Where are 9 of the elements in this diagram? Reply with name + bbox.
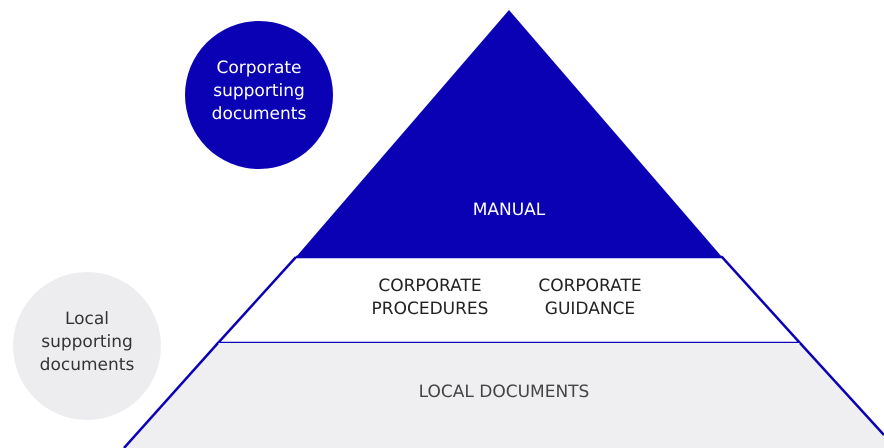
tier-label: LOCAL DOCUMENTS <box>418 381 590 404</box>
badge-text: Corporate supporting documents <box>210 57 308 126</box>
tier-label: CORPORATE GUIDANCE <box>537 275 643 321</box>
tier-label: CORPORATE PROCEDURES <box>370 275 490 321</box>
circle-badge <box>13 272 161 420</box>
badge-text: Local supporting documents <box>38 308 136 377</box>
pyramid-middle-tier <box>218 257 800 343</box>
circle-badge <box>185 21 333 169</box>
tier-label: MANUAL <box>472 199 546 222</box>
